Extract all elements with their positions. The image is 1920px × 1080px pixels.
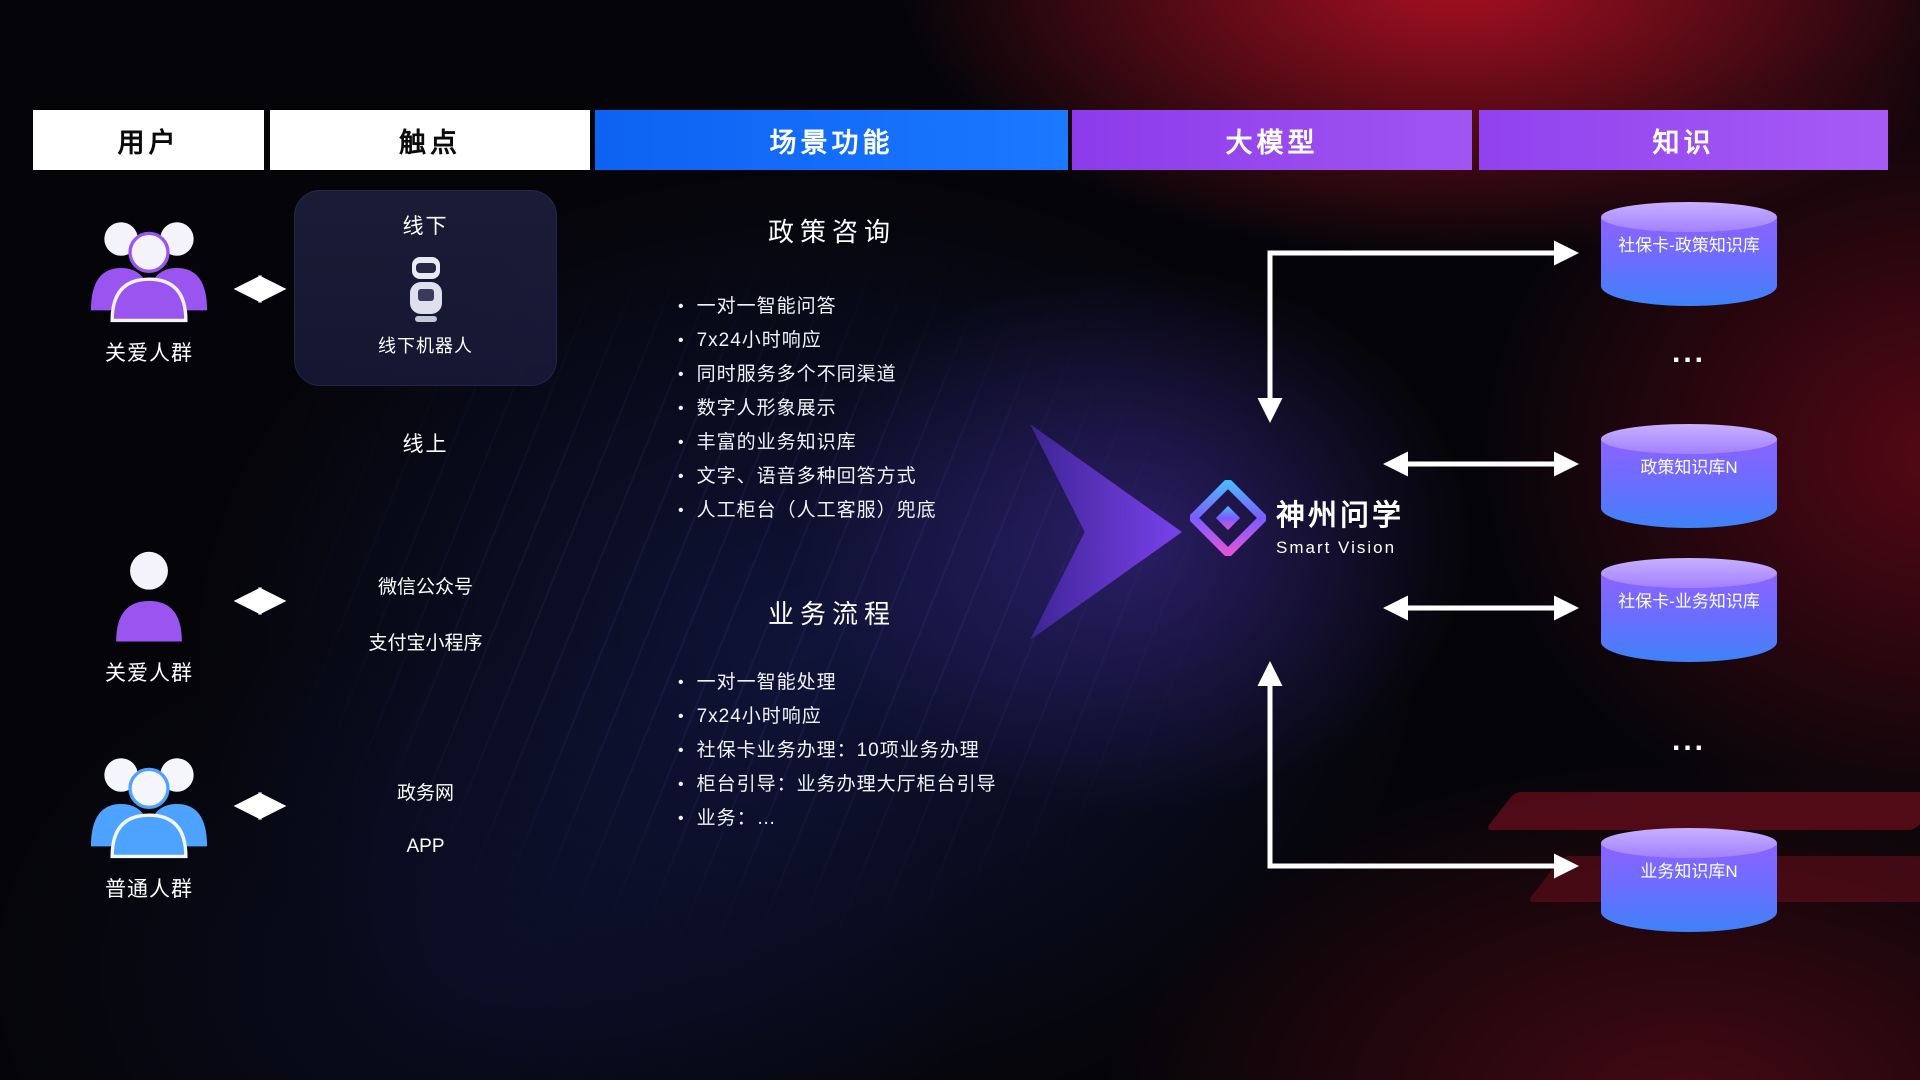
touchpoint-wechat: 微信公众号	[377, 577, 473, 598]
brand-block: 神州问学 Smart Vision	[1276, 492, 1404, 558]
user-label: 普通人群	[105, 878, 193, 901]
header-scenario-functions: 场景功能	[595, 110, 1068, 170]
database-label: 社保卡-政策知识库	[1618, 236, 1760, 255]
scenario-title-policy-consult: 政策咨询	[767, 217, 896, 247]
header-large-model: 大模型	[1072, 110, 1472, 170]
l-arrow-bottom-business-db-n	[1257, 660, 1580, 879]
database-cylinder-top	[1601, 558, 1777, 588]
scenario-item: 一对一智能问答	[678, 290, 937, 324]
flow-arrow-icon	[1030, 424, 1182, 640]
user-group-care-1: 关爱人群	[82, 212, 216, 367]
online-title: 线上	[402, 433, 449, 456]
scenario-item: 文字、语音多种回答方式	[678, 460, 937, 494]
offline-robot-label: 线下机器人	[378, 336, 473, 356]
brand-subtitle: Smart Vision	[1276, 538, 1397, 557]
database-policy-n: 政策知识库N	[1601, 424, 1777, 528]
database-cylinder-top	[1601, 828, 1777, 858]
group-people-purple-icon	[90, 222, 208, 323]
brand-name: 神州问学	[1276, 500, 1405, 532]
database-social-card-business: 社保卡-业务知识库	[1601, 558, 1777, 662]
brand-diamond-logo-icon	[1190, 480, 1266, 556]
scenario-item: 一对一智能处理	[678, 666, 997, 700]
touchpoint-app: APP	[406, 836, 445, 857]
user-label: 关爱人群	[105, 342, 193, 365]
ellipsis-more-databases: ...	[1671, 336, 1706, 369]
scenario-item: 人工柜台（人工客服）兜底	[678, 494, 937, 528]
scenario-item: 同时服务多个不同渠道	[678, 358, 937, 392]
scenario-policy-list: 一对一智能问答 7x24小时响应 同时服务多个不同渠道 数字人形象展示 丰富的业…	[678, 290, 937, 528]
scenario-item: 柜台引导：业务办理大厅柜台引导	[678, 768, 997, 802]
database-cylinder-top	[1601, 424, 1777, 454]
scenario-item: 数字人形象展示	[678, 392, 937, 426]
group-people-blue-icon	[90, 758, 208, 859]
database-label: 业务知识库N	[1640, 862, 1738, 881]
header-users: 用户	[33, 110, 264, 170]
red-chevron-decoration	[1485, 792, 1920, 830]
offline-touchpoint-card: 线下 线下机器人	[294, 190, 557, 386]
scenario-title-business-process: 业务流程	[767, 599, 896, 629]
offline-title: 线下	[402, 215, 449, 238]
touchpoint-gov-web: 政务网	[396, 783, 454, 804]
header-knowledge: 知识	[1479, 110, 1888, 170]
robot-icon	[409, 257, 442, 322]
ellipsis-more-databases: ...	[1671, 724, 1706, 757]
person-purple-icon	[116, 551, 182, 642]
user-single-care: 关爱人群	[104, 548, 194, 687]
database-business-n: 业务知识库N	[1601, 828, 1777, 932]
database-label: 社保卡-业务知识库	[1618, 592, 1760, 611]
scenario-item: 社保卡业务办理：10项业务办理	[678, 734, 997, 768]
scenario-item: 业务：…	[678, 802, 997, 836]
scenario-item: 7x24小时响应	[678, 324, 937, 358]
database-cylinder-top	[1601, 202, 1777, 232]
scenario-item: 丰富的业务知识库	[678, 426, 937, 460]
scenario-business-list: 一对一智能处理 7x24小时响应 社保卡业务办理：10项业务办理 柜台引导：业务…	[678, 666, 997, 836]
user-group-general: 普通人群	[82, 748, 216, 903]
scenario-item: 7x24小时响应	[678, 700, 997, 734]
user-label: 关爱人群	[105, 662, 193, 685]
l-arrow-top-policy-db	[1257, 240, 1580, 424]
database-social-card-policy: 社保卡-政策知识库	[1601, 202, 1777, 306]
header-touchpoints: 触点	[270, 110, 590, 170]
touchpoint-alipay: 支付宝小程序	[368, 633, 483, 654]
database-label: 政策知识库N	[1640, 458, 1738, 477]
